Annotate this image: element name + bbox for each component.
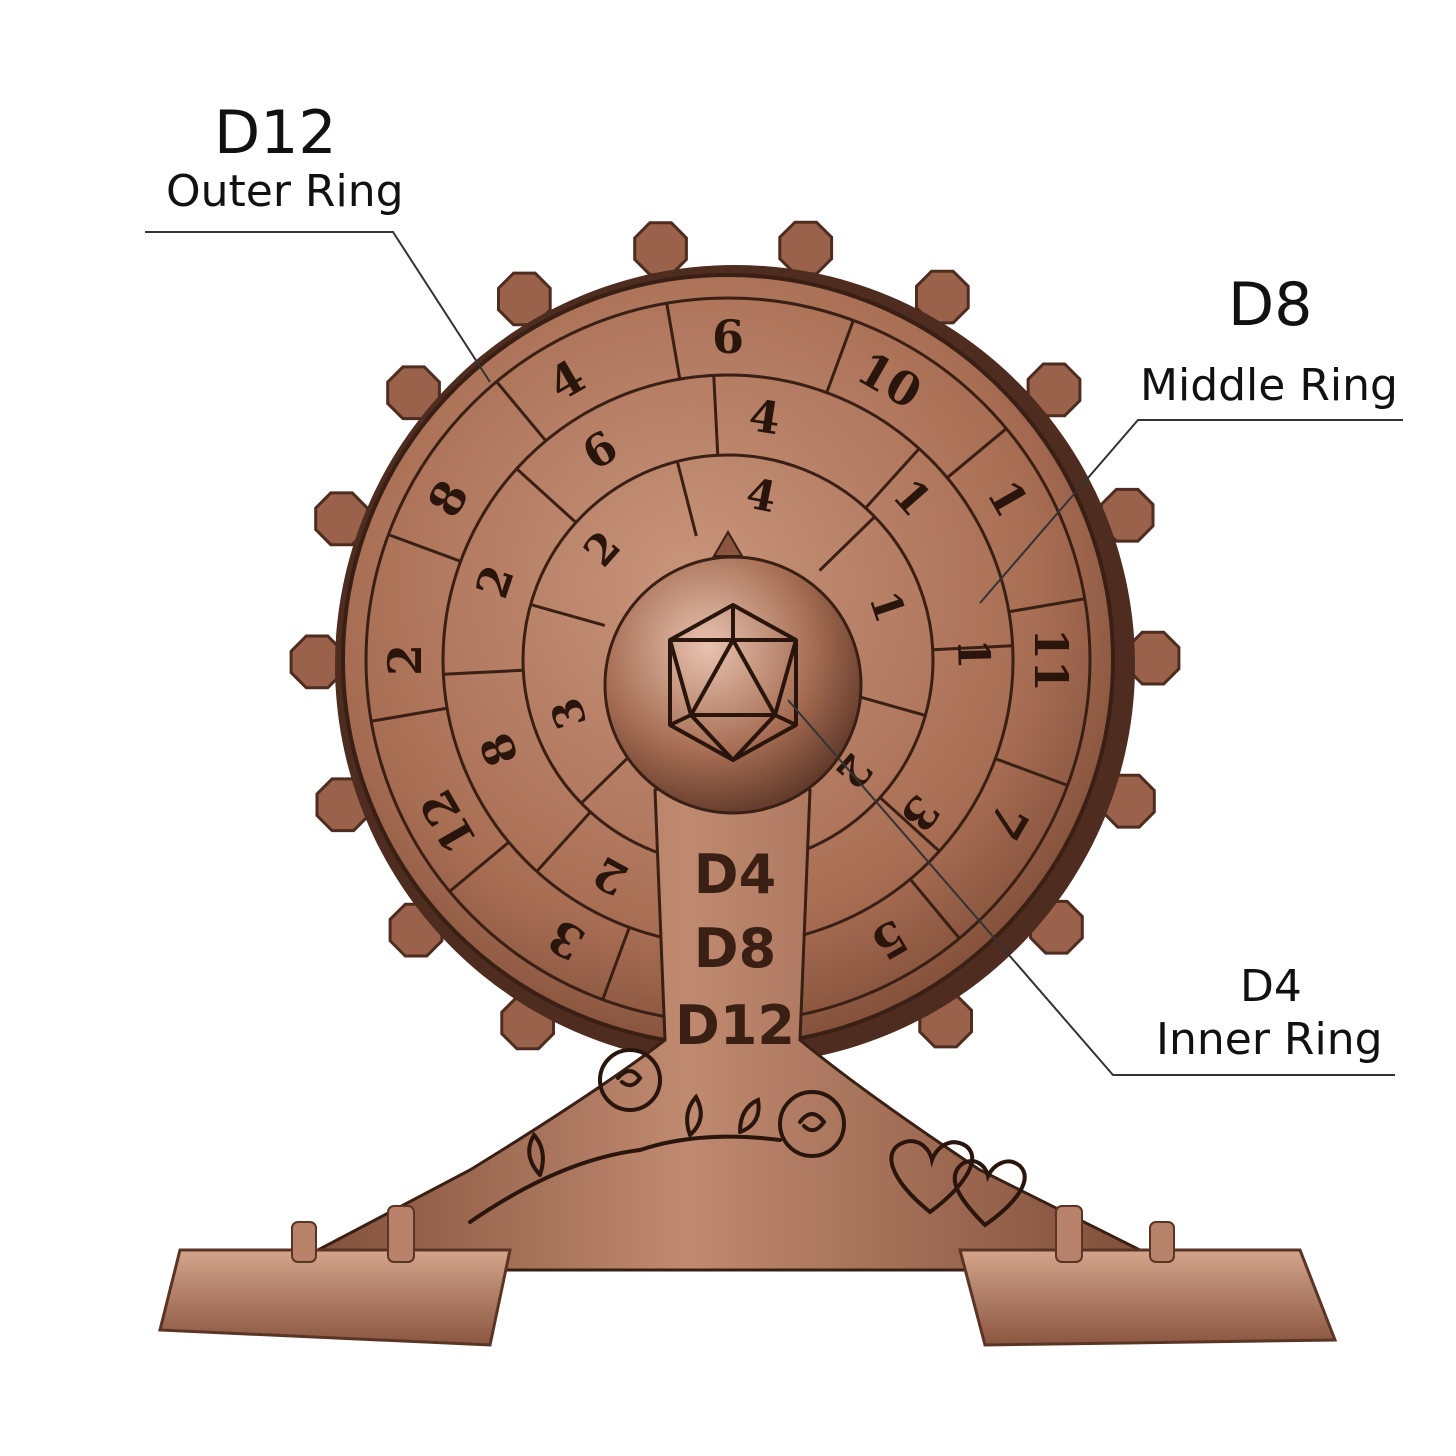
callout-leaders <box>145 231 1403 1076</box>
rose-icon <box>468 1048 846 1224</box>
d20-icon <box>668 603 798 762</box>
base-right <box>958 1248 1338 1347</box>
stand-labels: D4 D8 D12 <box>675 843 795 1057</box>
wheel-knob <box>386 365 441 421</box>
wheel-knob <box>915 269 970 325</box>
stand-label-d12: D12 <box>675 994 795 1057</box>
middle-ring-number: 4 <box>746 390 784 445</box>
outer-ring-number: 2 <box>378 644 432 676</box>
inner-ring-label: Inner Ring <box>1156 1014 1383 1065</box>
outer-ring-number: 11 <box>1024 628 1078 692</box>
stand-label-d4: D4 <box>694 843 776 906</box>
wheel-knob <box>314 491 369 547</box>
stand-label-d8: D8 <box>694 917 776 980</box>
center-hub <box>603 555 863 815</box>
outer-ring-number: 6 <box>712 310 744 364</box>
wheel-knob <box>1026 362 1082 418</box>
outer-ring-label: Outer Ring <box>166 166 404 217</box>
middle-ring-number: 1 <box>947 638 999 670</box>
outer-ring-die-label: D12 <box>214 98 337 168</box>
wheel-knob <box>778 220 834 276</box>
middle-ring-die-label: D8 <box>1228 270 1313 340</box>
hearts-icon <box>889 1139 1027 1228</box>
inner-ring-die-label: D4 <box>1240 961 1302 1012</box>
base-left <box>158 1248 512 1347</box>
base-pegs <box>291 1205 1175 1263</box>
wheel-knob <box>633 221 688 277</box>
middle-ring-label: Middle Ring <box>1140 360 1398 411</box>
